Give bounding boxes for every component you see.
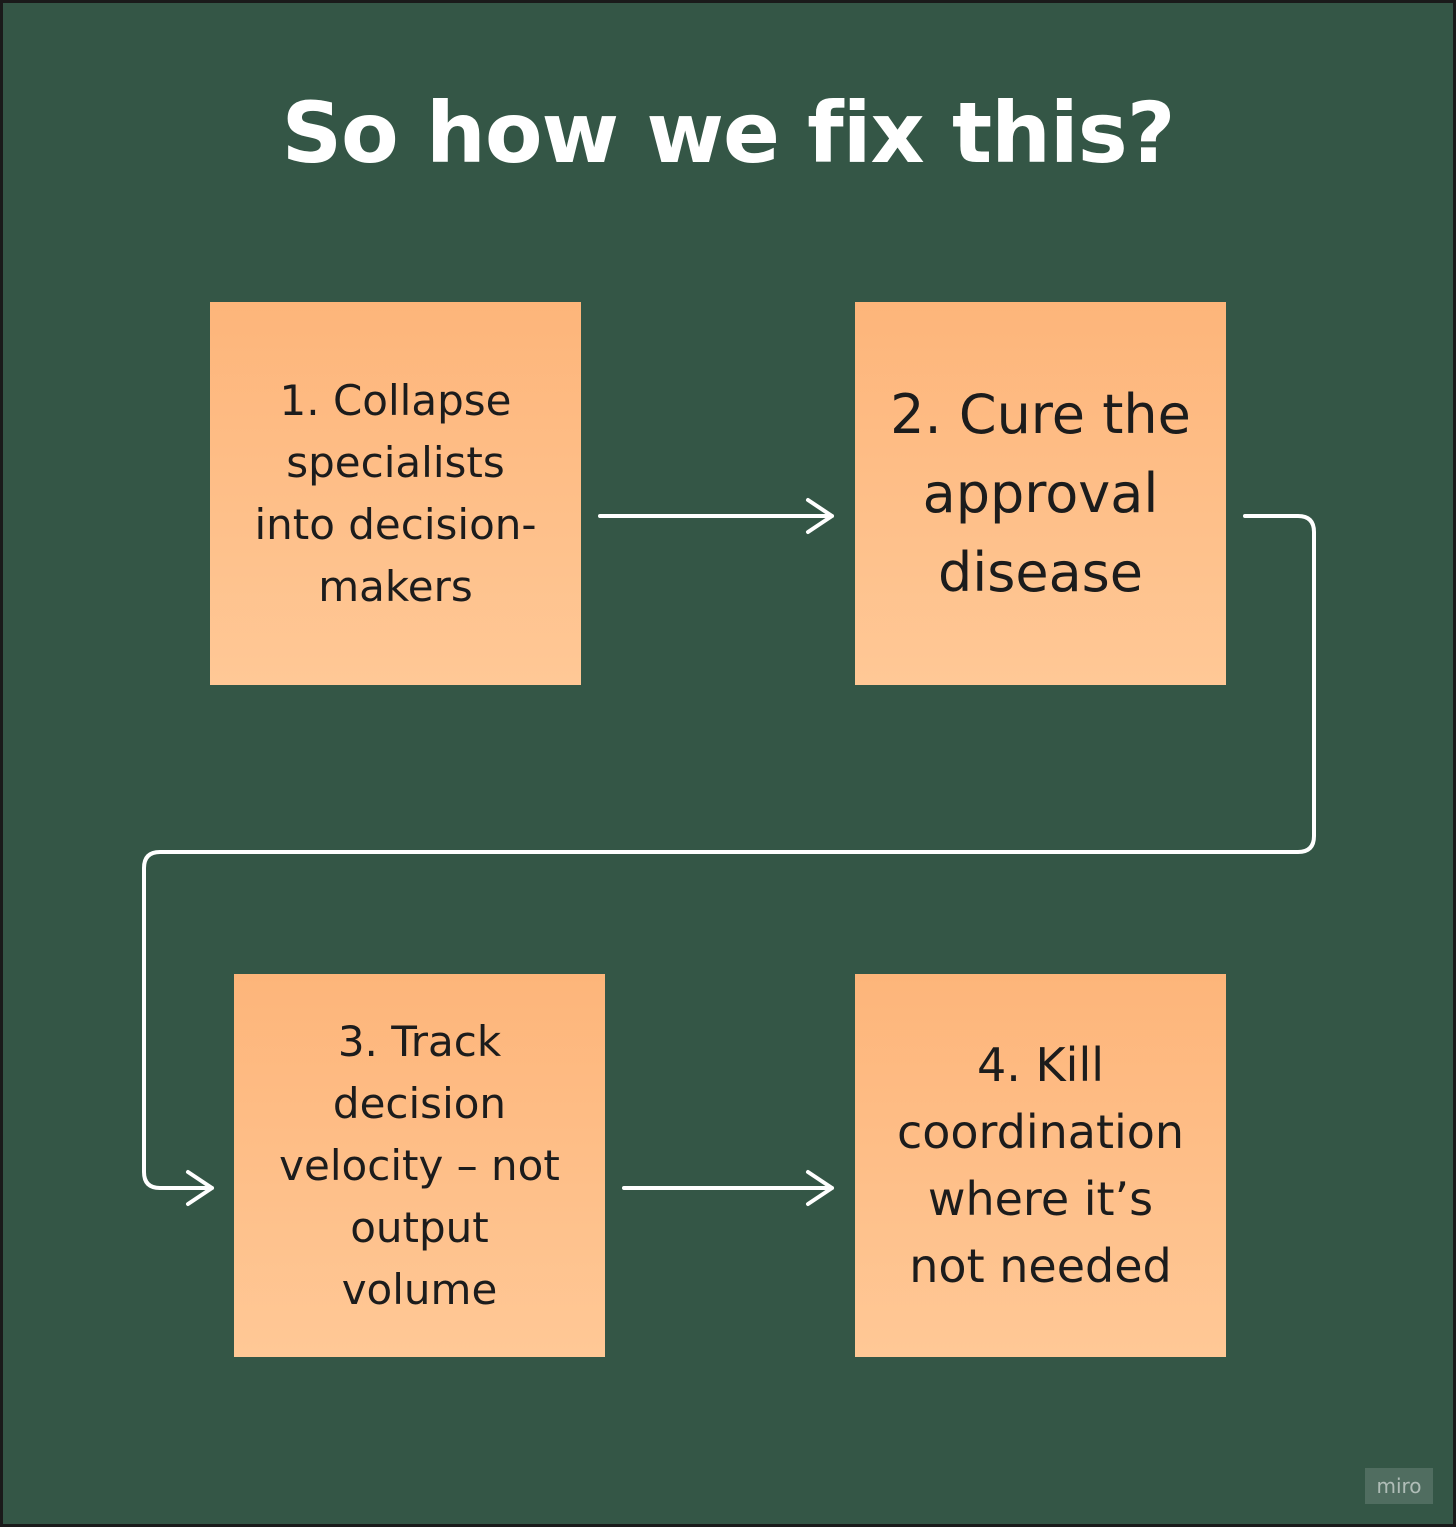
step-1-text: 1. Collapse specialists into decision- m…: [254, 375, 537, 611]
miro-board-canvas: [3, 3, 1453, 1524]
miro-watermark-logo: miro: [1365, 1468, 1433, 1504]
step-4-text: 4. Kill coordination where it’s not need…: [896, 1037, 1185, 1293]
board-title: So how we fix this?: [281, 84, 1176, 182]
step-3-text: 3. Track decision velocity – not output …: [279, 1016, 560, 1314]
sticky-note-step-1[interactable]: 1. Collapse specialists into decision- m…: [210, 302, 581, 685]
step-2-text: 2. Cure the approval disease: [890, 383, 1191, 604]
sticky-note-step-3[interactable]: 3. Track decision velocity – not output …: [234, 974, 605, 1357]
sticky-note-step-4[interactable]: 4. Kill coordination where it’s not need…: [855, 974, 1226, 1357]
sticky-note-step-2[interactable]: 2. Cure the approval disease: [855, 302, 1226, 685]
